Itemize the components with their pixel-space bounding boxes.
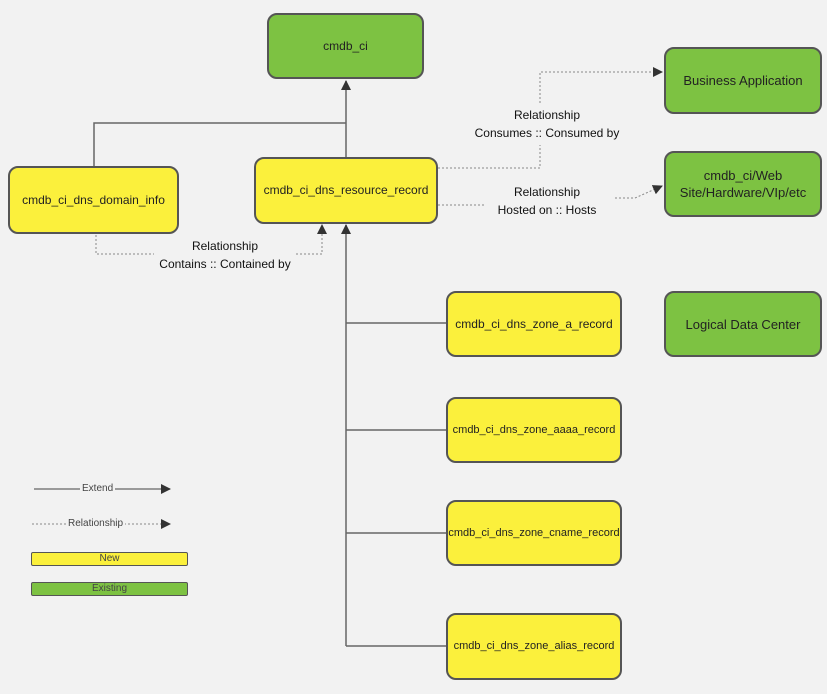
extend-line-domain-to-ci — [93, 122, 346, 166]
legend-relationship-label: Relationship — [66, 518, 126, 530]
relationship-line-contains — [95, 235, 154, 255]
node-business-application[interactable]: Business Application — [664, 47, 822, 114]
legend-extend-label: Extend — [80, 483, 116, 495]
relationship-line-consumes — [438, 145, 541, 169]
relationship-contains-title: Relationship — [191, 239, 259, 253]
node-cmdb-ci[interactable]: cmdb_ci — [267, 13, 424, 79]
node-dns-resource-record[interactable]: cmdb_ci_dns_resource_record — [254, 157, 438, 224]
legend-new-label: New — [99, 553, 120, 564]
node-cmdb-ci-label: cmdb_ci — [323, 38, 368, 53]
node-logical-data-center[interactable]: Logical Data Center — [664, 291, 822, 357]
relationship-line-contains-right — [296, 224, 327, 255]
node-zone-cname-record-label: cmdb_ci_dns_zone_cname_record — [448, 526, 620, 539]
legend-new-swatch: New — [31, 552, 188, 566]
node-zone-aaaa-record[interactable]: cmdb_ci_dns_zone_aaaa_record — [446, 397, 622, 463]
legend-existing-swatch: Existing — [31, 582, 188, 596]
node-web-site-label: cmdb_ci/Web Site/Hardware/VIp/etc — [679, 168, 807, 200]
relationship-label-hosted-on: Relationship Hosted on :: Hosts — [478, 183, 616, 219]
node-zone-alias-record[interactable]: cmdb_ci_dns_zone_alias_record — [446, 613, 622, 680]
relationship-line-hosted-right — [615, 185, 663, 199]
node-dns-domain-info[interactable]: cmdb_ci_dns_domain_info — [8, 166, 179, 234]
relationship-label-consumes: Relationship Consumes :: Consumed by — [468, 106, 626, 142]
node-logical-data-center-label: Logical Data Center — [685, 316, 801, 332]
relationship-consumes-title: Relationship — [513, 108, 581, 122]
relationship-contains-detail: Contains :: Contained by — [159, 257, 291, 271]
node-business-application-label: Business Application — [683, 73, 803, 88]
node-zone-a-record[interactable]: cmdb_ci_dns_zone_a_record — [446, 291, 622, 357]
node-dns-resource-record-label: cmdb_ci_dns_resource_record — [263, 183, 429, 197]
node-dns-domain-info-label: cmdb_ci_dns_domain_info — [22, 192, 165, 207]
legend-existing-label: Existing — [91, 583, 127, 594]
relationship-hosted-on-detail: Hosted on :: Hosts — [497, 203, 597, 217]
node-zone-alias-record-label: cmdb_ci_dns_zone_alias_record — [453, 640, 615, 652]
node-zone-cname-record[interactable]: cmdb_ci_dns_zone_cname_record — [446, 500, 622, 566]
relationship-hosted-on-title: Relationship — [513, 185, 581, 199]
relationship-consumes-detail: Consumes :: Consumed by — [474, 126, 620, 140]
relationship-line-consumes-upper — [539, 67, 663, 103]
relationship-label-contains: Relationship Contains :: Contained by — [150, 237, 300, 273]
node-zone-aaaa-record-label: cmdb_ci_dns_zone_aaaa_record — [452, 423, 616, 436]
node-zone-a-record-label: cmdb_ci_dns_zone_a_record — [455, 316, 613, 331]
node-web-site[interactable]: cmdb_ci/Web Site/Hardware/VIp/etc — [664, 151, 822, 217]
